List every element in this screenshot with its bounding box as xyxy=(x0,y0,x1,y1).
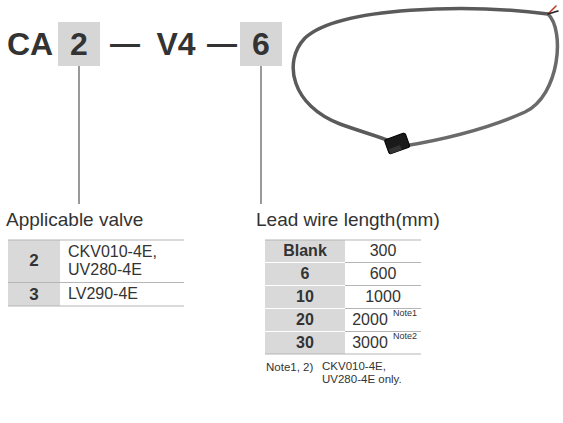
leader-line xyxy=(79,66,261,204)
table-cell: 300 xyxy=(345,240,421,262)
note-mark: Note2 xyxy=(393,330,423,342)
code-digit: 2 xyxy=(70,26,88,63)
table-cell: 10 xyxy=(265,286,345,308)
table-cell: 6 xyxy=(265,263,345,285)
table-cell: CKV010-4E, UV280-4E xyxy=(66,240,184,282)
table-cell: Blank xyxy=(265,240,345,262)
table-cell: 3000 xyxy=(347,332,393,354)
code-dash: — xyxy=(204,22,240,66)
code-digit: 6 xyxy=(252,26,270,63)
code-text: CA xyxy=(4,22,56,66)
cable-picture xyxy=(293,6,558,154)
code-box: 6 xyxy=(240,22,282,66)
table-cell: 20 xyxy=(265,309,345,331)
table-cell: 600 xyxy=(345,263,421,285)
table-cell: 1000 xyxy=(345,286,421,308)
table-cell: 30 xyxy=(265,332,345,354)
code-text: V4 xyxy=(148,22,204,66)
table-cell: LV290-4E xyxy=(66,283,184,306)
code-dash: — xyxy=(102,22,148,66)
section-heading: Lead wire length(mm) xyxy=(256,207,546,233)
table-cell: 2000 xyxy=(347,309,393,331)
note-text: Note1, 2) xyxy=(266,360,322,376)
table-grid xyxy=(8,240,184,306)
section-heading: Applicable valve xyxy=(6,207,216,233)
note-mark: Note1 xyxy=(393,307,423,319)
note-text: CKV010-4E, UV280-4E only. xyxy=(322,360,422,392)
table-cell: 3 xyxy=(8,283,60,306)
code-box: 2 xyxy=(58,22,100,66)
table-cell: 2 xyxy=(8,240,60,282)
